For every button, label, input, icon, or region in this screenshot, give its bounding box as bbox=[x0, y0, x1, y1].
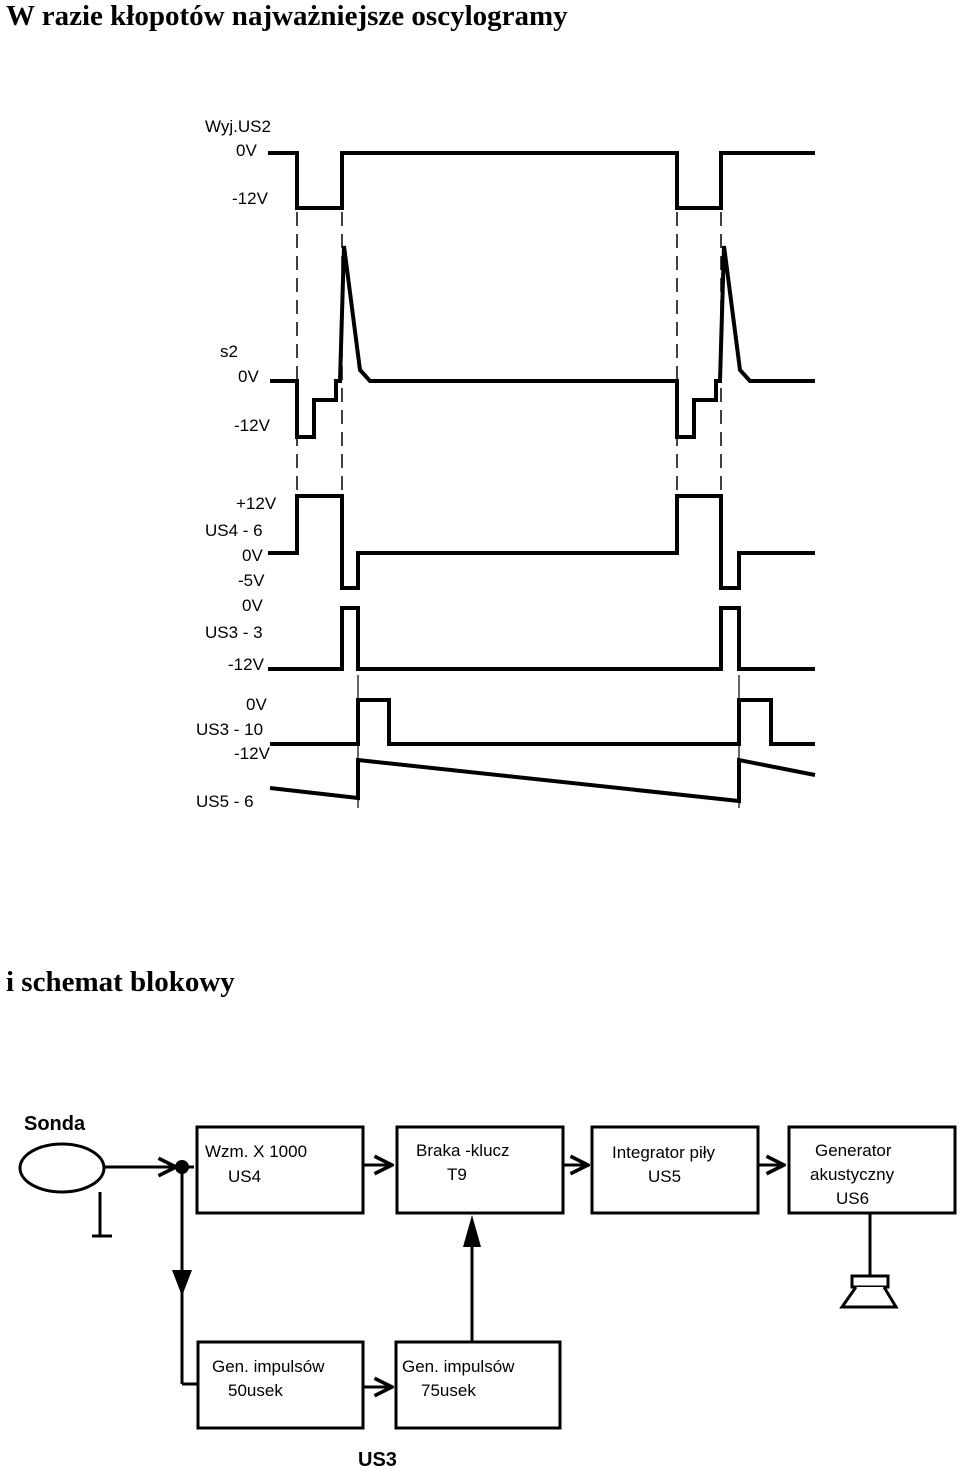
block-wzm-line1: Wzm. X 1000 bbox=[205, 1142, 307, 1161]
block-generator-line1: Generator bbox=[815, 1141, 892, 1160]
oscillograms: Wyj.US2 0V -12V s2 0V -12V +12V US4 - 6 … bbox=[196, 117, 816, 811]
label-us46-p12v: +12V bbox=[236, 494, 277, 513]
block-gen50-line1: Gen. impulsów bbox=[212, 1357, 325, 1376]
block-diagram: Sonda Wzm. X 1000 US4 Braka -klucz T9 In… bbox=[18, 1113, 957, 1469]
block-gen75 bbox=[394, 1340, 562, 1430]
block-braka bbox=[395, 1125, 565, 1215]
oscillograms-heading: W razie kłopotów najważniejsze oscylogra… bbox=[6, 0, 568, 32]
label-us46-0v: 0V bbox=[242, 546, 263, 565]
block-diagram-heading: i schemat blokowy bbox=[6, 966, 235, 998]
label-wyj-us2: Wyj.US2 bbox=[205, 117, 271, 136]
label-s2: s2 bbox=[220, 342, 238, 361]
wave-wyj-us2 bbox=[268, 151, 815, 210]
block-integrator bbox=[590, 1125, 760, 1215]
block-wzm-line2: US4 bbox=[228, 1167, 261, 1186]
label-us46: US4 - 6 bbox=[205, 521, 263, 540]
block-generator-line2: akustyczny bbox=[810, 1165, 895, 1184]
sonda-coil-icon bbox=[18, 1142, 106, 1194]
block-gen75-line1: Gen. impulsów bbox=[402, 1357, 515, 1376]
label-wyj-m12v: -12V bbox=[232, 189, 269, 208]
label-us310: US3 - 10 bbox=[196, 720, 263, 739]
block-gen50 bbox=[196, 1340, 365, 1430]
wave-us5-6 bbox=[269, 757, 816, 804]
us3-label: US3 bbox=[358, 1449, 397, 1469]
label-wyj-0v: 0V bbox=[236, 141, 257, 160]
wave-s2 bbox=[270, 245, 815, 439]
block-braka-line2: T9 bbox=[447, 1165, 467, 1184]
label-us46-m5v: -5V bbox=[238, 571, 265, 590]
block-braka-line1: Braka -klucz bbox=[416, 1141, 510, 1160]
label-us33-0v: 0V bbox=[242, 596, 263, 615]
block-generator bbox=[787, 1125, 957, 1215]
label-us33: US3 - 3 bbox=[205, 623, 263, 642]
label-s2-m12v: -12V bbox=[234, 416, 271, 435]
timing-guides bbox=[296, 212, 740, 808]
block-integrator-line1: Integrator piły bbox=[612, 1143, 715, 1162]
block-gen75-line2: 75usek bbox=[421, 1381, 476, 1400]
down-arrow-icon bbox=[172, 1270, 192, 1296]
label-us310-m12v: -12V bbox=[234, 744, 271, 763]
wave-us3-10 bbox=[270, 698, 815, 746]
up-arrow-icon bbox=[463, 1215, 481, 1247]
wave-us3-3 bbox=[268, 606, 815, 671]
label-s2-0v: 0V bbox=[238, 367, 259, 386]
block-wzm bbox=[195, 1125, 365, 1215]
label-us56: US5 - 6 bbox=[196, 792, 254, 811]
sonda-label: Sonda bbox=[24, 1113, 86, 1135]
speaker-icon bbox=[839, 1274, 899, 1309]
label-us33-m12v: -12V bbox=[228, 655, 265, 674]
wave-us4-6 bbox=[268, 494, 815, 590]
label-us310-0v: 0V bbox=[246, 695, 267, 714]
block-generator-line3: US6 bbox=[836, 1189, 869, 1208]
block-integrator-line2: US5 bbox=[648, 1167, 681, 1186]
block-gen50-line2: 50usek bbox=[228, 1381, 283, 1400]
